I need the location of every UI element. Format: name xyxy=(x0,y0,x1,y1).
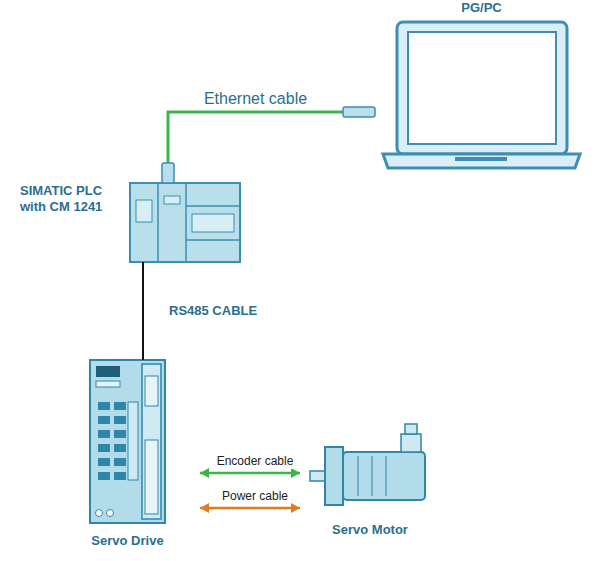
pc-node: PG/PC xyxy=(383,20,580,170)
servo-drive-node: Servo Drive xyxy=(90,360,165,523)
power-cable xyxy=(200,503,300,513)
ethernet-cable xyxy=(162,107,375,183)
drive-terminal xyxy=(98,458,110,466)
node-label: Servo Drive xyxy=(60,533,195,549)
drive-display xyxy=(96,366,120,377)
cable-label: RS485 CABLE xyxy=(167,303,259,319)
plc-led xyxy=(164,196,180,204)
drive-terminal xyxy=(98,430,110,438)
drive-connector xyxy=(145,376,158,406)
plc-node: SIMATIC PLC with CM 1241 xyxy=(130,183,240,262)
connector-line xyxy=(200,472,300,475)
servo-motor-illustration xyxy=(310,424,425,505)
motor-body xyxy=(343,452,425,500)
laptop-screen xyxy=(408,32,556,144)
cable-plug xyxy=(162,163,174,183)
cable-label: Power cable xyxy=(220,488,290,504)
arrow-head xyxy=(291,503,300,513)
connector-line xyxy=(168,112,375,165)
drive-column xyxy=(142,364,161,519)
node-label: PG/PC xyxy=(383,0,580,16)
drive-terminal xyxy=(114,444,126,452)
arrow-head xyxy=(200,468,209,478)
servo-motor-node: Servo Motor xyxy=(310,420,430,512)
node-label: Servo Motor xyxy=(280,522,460,538)
drive-terminal xyxy=(114,430,126,438)
motor-fin xyxy=(372,456,373,496)
laptop-base xyxy=(383,154,580,168)
motor-connector xyxy=(401,434,421,452)
motor-flange xyxy=(325,447,343,505)
motor-shaft xyxy=(310,471,326,481)
connector-line xyxy=(200,507,300,510)
drive-terminal xyxy=(114,402,126,410)
drive-terminal xyxy=(98,402,110,410)
drive-screw xyxy=(96,510,103,517)
arrow-head xyxy=(291,468,300,478)
motor-fin xyxy=(386,456,387,496)
drive-screw xyxy=(107,510,114,517)
drive-housing xyxy=(90,360,165,523)
rs485-cable xyxy=(143,262,144,360)
drive-terminal xyxy=(98,416,110,424)
plc-housing xyxy=(130,183,240,262)
plc-panel xyxy=(192,214,234,232)
plc-divider xyxy=(186,205,240,207)
cable-label: Encoder cable xyxy=(215,453,296,469)
cable-label: Ethernet cable xyxy=(202,89,309,108)
motor-fin xyxy=(358,456,359,496)
laptop-illustration xyxy=(383,22,580,168)
plc-port xyxy=(136,200,152,222)
plc-divider xyxy=(185,183,187,262)
encoder-cable xyxy=(200,468,300,478)
arrow-head xyxy=(200,503,209,513)
motor-connector-plug xyxy=(405,424,417,434)
drive-terminal xyxy=(98,472,110,480)
cable-plug xyxy=(343,107,375,117)
laptop-lid xyxy=(397,22,567,154)
drive-terminal xyxy=(98,444,110,452)
drive-terminal xyxy=(114,472,126,480)
drive-keys xyxy=(96,381,120,387)
plc-divider xyxy=(157,183,159,262)
laptop-slot xyxy=(455,157,507,161)
connector-line xyxy=(142,262,144,360)
drive-terminal xyxy=(114,416,126,424)
plc-divider xyxy=(186,239,240,241)
servo-drive-illustration xyxy=(90,360,165,523)
drive-strip xyxy=(128,402,138,480)
node-label: SIMATIC PLC with CM 1241 xyxy=(20,183,122,215)
plc-illustration xyxy=(130,183,240,262)
drive-terminal xyxy=(114,458,126,466)
drive-connector xyxy=(145,440,158,514)
